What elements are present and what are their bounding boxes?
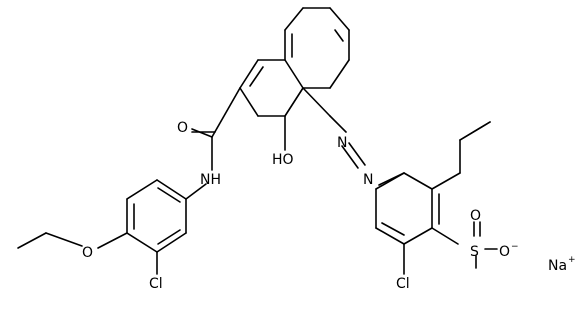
positive-charge: +	[568, 255, 576, 265]
atom-carbonyl-oxygen: O	[177, 120, 188, 136]
atom-amide-nh: NH	[200, 172, 221, 188]
atom-sulfur: S	[470, 244, 479, 260]
atom-ether-oxygen: O	[82, 245, 93, 261]
atom-sulfonyl-oxygen-right: O	[499, 244, 510, 260]
atom-chlorine-right: Cl	[396, 276, 410, 292]
atom-sodium: Na	[548, 258, 567, 274]
bond-lines	[17, 7, 498, 275]
atom-sulfonyl-oxygen-top: O	[470, 208, 481, 224]
atom-labels: O NH HO N N Cl O Cl S O O − Na +	[82, 120, 576, 292]
atom-chlorine-left: Cl	[149, 276, 163, 292]
atom-hydroxyl: HO	[272, 152, 294, 168]
negative-charge: −	[511, 242, 519, 252]
atom-azo-nitrogen-2: N	[363, 172, 373, 188]
atom-azo-nitrogen-1: N	[337, 135, 347, 151]
